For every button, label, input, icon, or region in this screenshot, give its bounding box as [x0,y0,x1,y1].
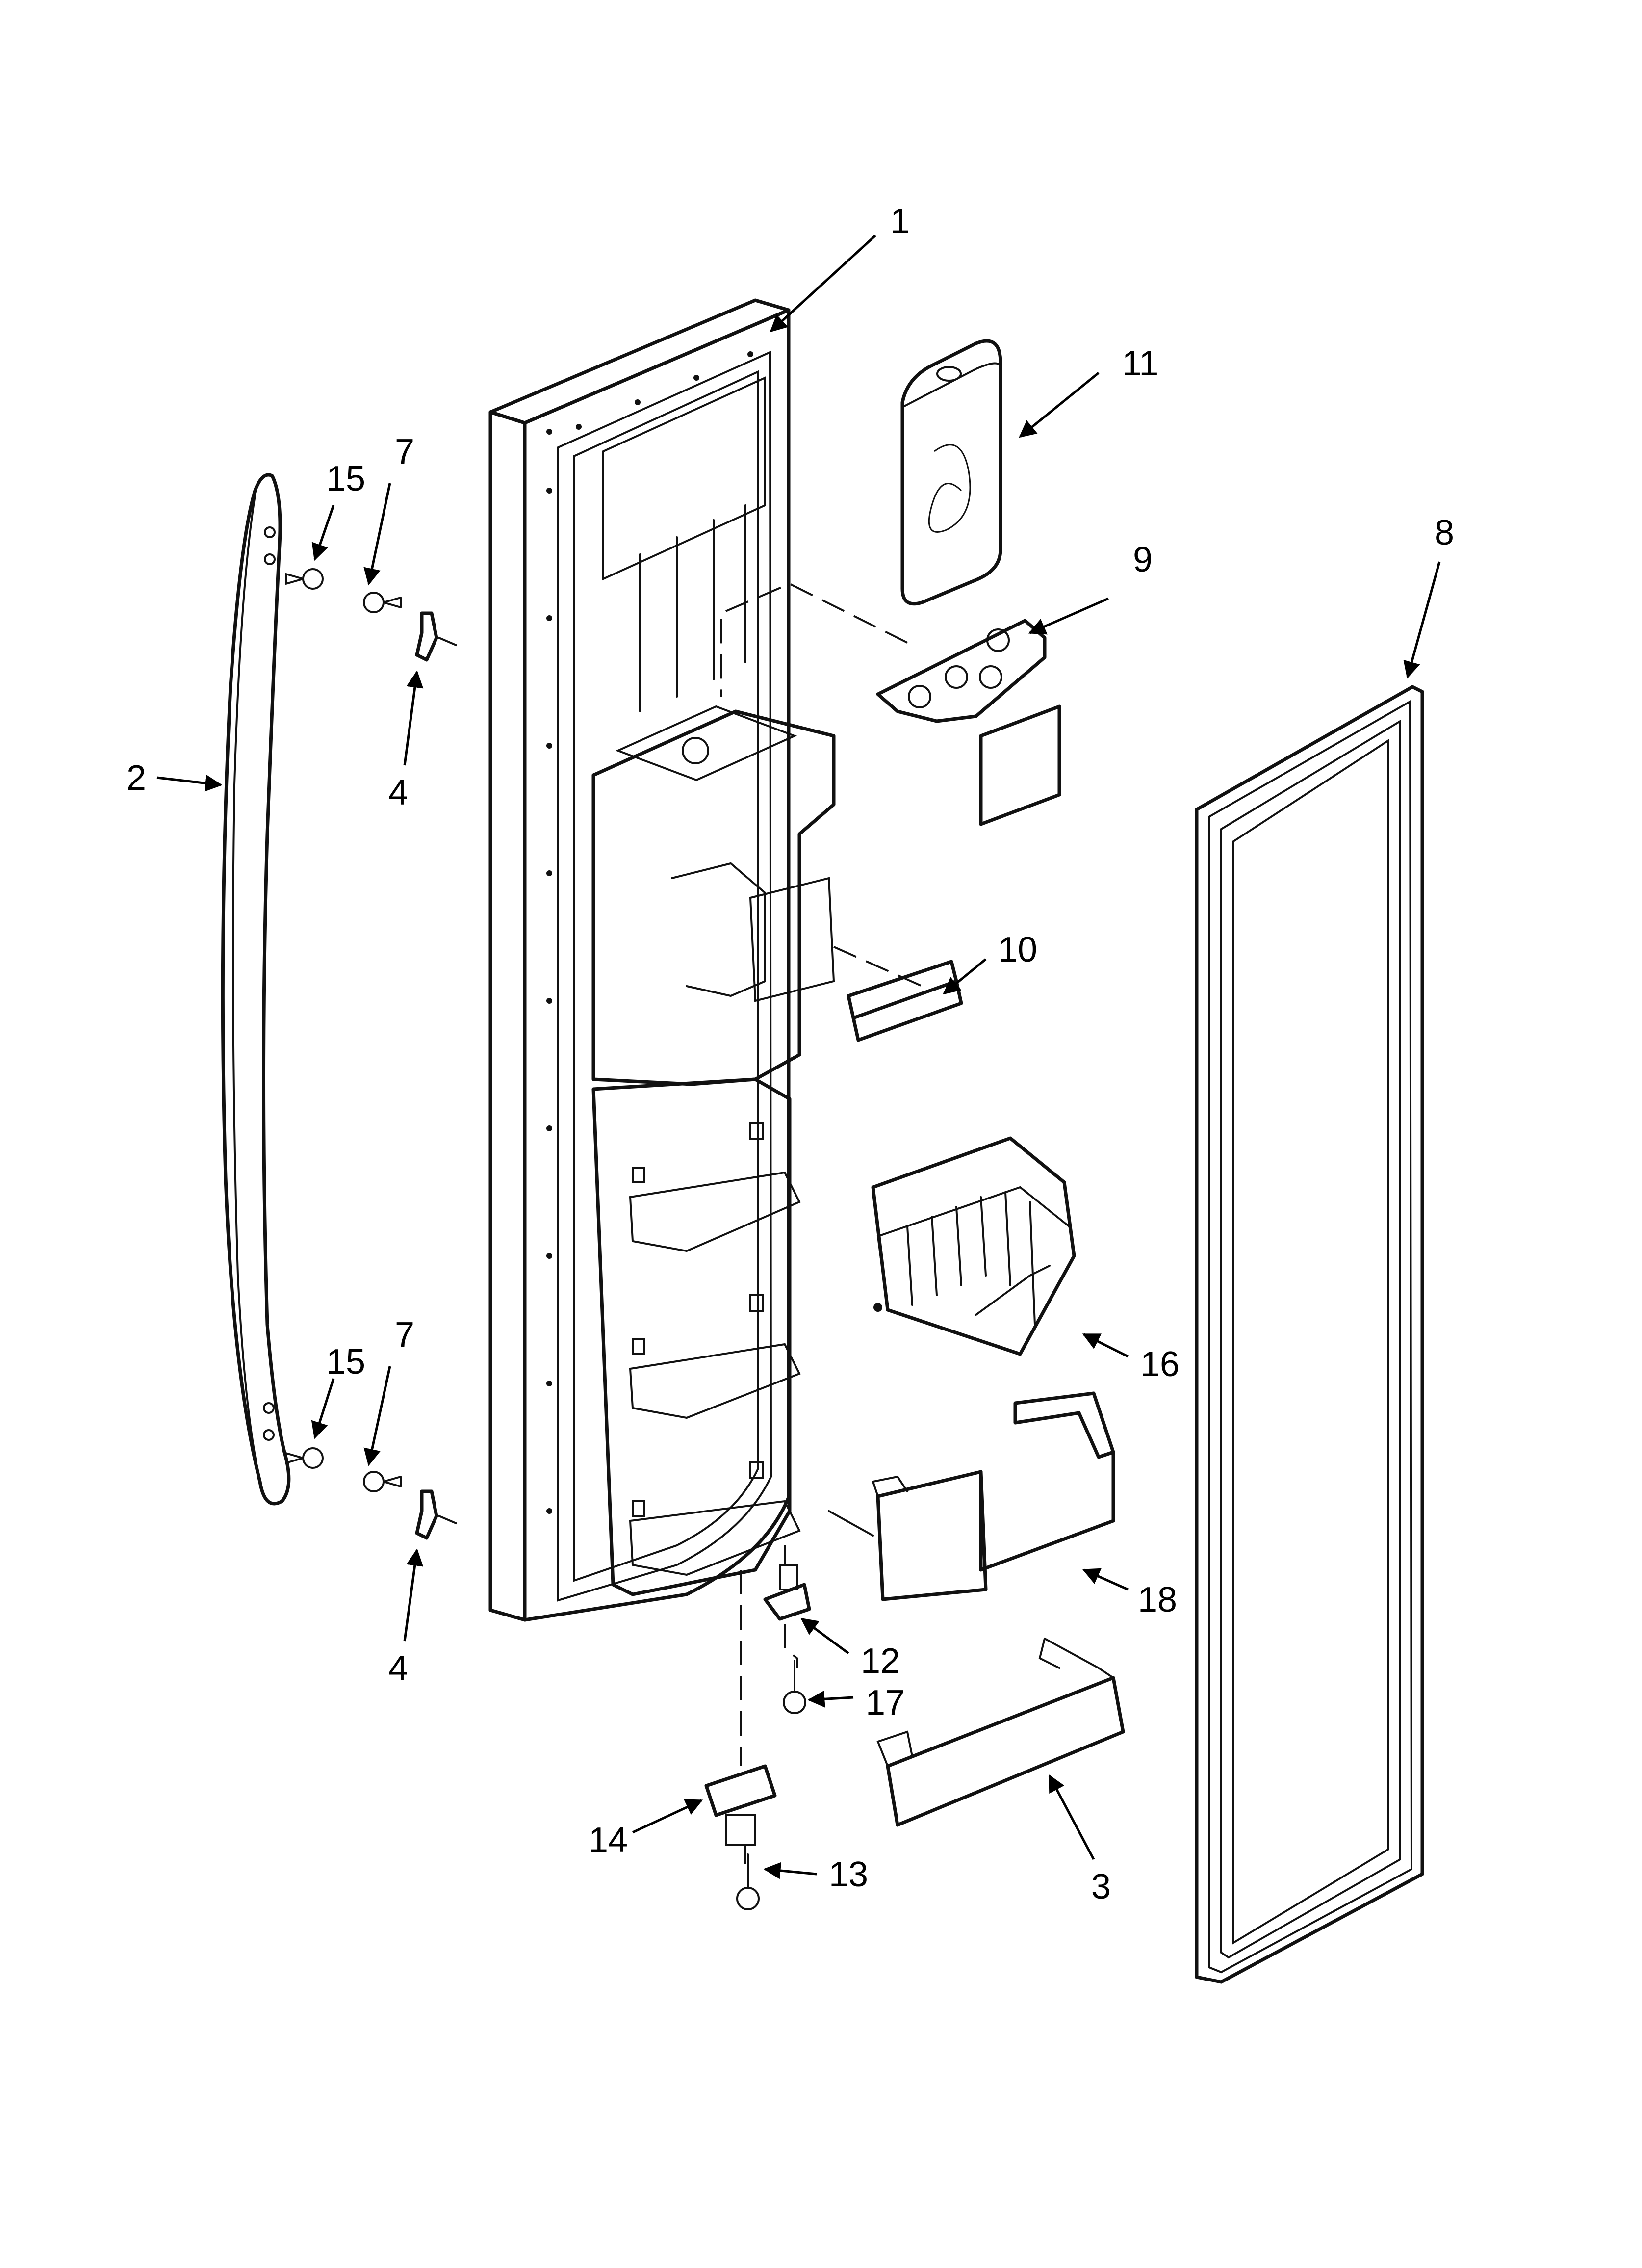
callout-15b: 15 [326,1342,365,1382]
callout-7a: 7 [395,432,414,471]
part-door [488,298,836,1622]
frame-rivets [546,351,753,1514]
callout-17: 17 [866,1683,905,1722]
callout-14: 14 [589,1821,628,1860]
part-screws-clips [285,568,811,1910]
leader-lines [156,235,1441,1879]
callout-labels: 1 2 3 4 4 7 7 8 9 10 11 12 13 14 15 15 1… [127,202,1454,1906]
callout-13: 13 [829,1855,868,1894]
callout-8: 8 [1435,513,1454,552]
callout-4a: 4 [388,773,408,812]
part-bracket [876,619,1061,826]
callout-9: 9 [1133,540,1153,579]
part-small-bin [876,1638,1125,1827]
part-wire-basket [871,1136,1076,1356]
part-handle [221,473,291,1506]
callout-7b: 7 [395,1315,414,1355]
assembly-lines [720,582,923,1864]
callout-10: 10 [998,930,1037,969]
callout-11: 11 [1122,344,1159,383]
callout-3: 3 [1091,1867,1111,1906]
part-door-bin [872,1391,1115,1601]
callout-18: 18 [1138,1580,1177,1619]
part-strip [847,960,963,1042]
part-door-gasket [1195,685,1424,1984]
callout-1: 1 [890,202,910,241]
callout-15a: 15 [326,459,365,498]
callout-12: 12 [861,1642,900,1681]
part-filter-cover [900,339,1002,606]
callout-2: 2 [127,758,146,798]
callout-16: 16 [1140,1345,1180,1384]
callout-4b: 4 [388,1649,408,1688]
